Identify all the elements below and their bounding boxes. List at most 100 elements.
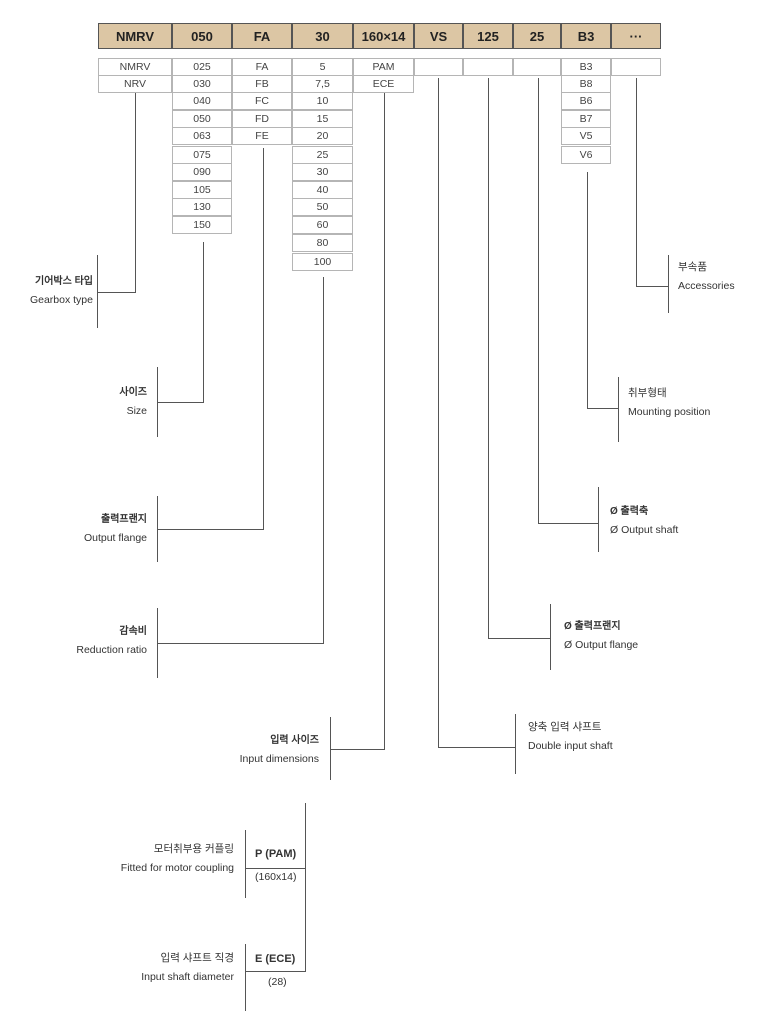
label-reduction-ratio-ko: 감속비 (119, 626, 147, 637)
connector-size (203, 242, 204, 403)
size-option: 050 (172, 110, 232, 128)
label-pam-code: P (PAM) (255, 845, 296, 864)
label-double-input-shaft-ko: 양축 입력 샤프트 (528, 721, 602, 733)
label-motor-coupling-ko: 모터취부용 커플링 (153, 843, 234, 855)
label-input-dimensions-ko: 입력 사이즈 (270, 735, 319, 746)
size-option: 030 (172, 75, 232, 93)
header-cell-output-shaft-dia: 25 (513, 23, 561, 49)
label-size-en: Size (126, 405, 147, 417)
label-pam-code-value: P (PAM) (255, 848, 297, 860)
label-input-dimensions: 입력 사이즈 Input dimensions (240, 731, 319, 769)
label-double-input-shaft: 양축 입력 샤프트 Double input shaft (528, 718, 613, 756)
bracket-input-dims (245, 944, 246, 1011)
mounting-option: B3 (561, 58, 611, 76)
header-cell-accessories: ··· (611, 23, 661, 49)
header-cell-output-flange-dia: 125 (463, 23, 513, 49)
connector-gearbox (98, 292, 136, 293)
label-output-flange-dia: Ø 출력프랜지 Ø Output flange (564, 617, 638, 655)
label-mounting-position-en: Mounting position (628, 406, 711, 418)
label-output-shaft-dia-en: Ø Output shaft (610, 524, 679, 536)
label-double-input-shaft-en: Double input shaft (528, 740, 613, 752)
connector-ratio (157, 608, 158, 678)
connector-output-shaft-dia (538, 523, 598, 524)
label-output-flange-dia-ko: Ø 출력프랜지 (564, 621, 621, 632)
ratio-option: 15 (292, 110, 353, 128)
bracket-input-dims (246, 868, 306, 869)
ratio-option: 60 (292, 216, 353, 234)
label-accessories: 부속품 Accessories (678, 258, 735, 296)
label-output-flange-ko: 출력프랜지 (101, 514, 147, 525)
connector-flange (157, 496, 158, 562)
label-gearbox-type-ko: 기어박스 타입 (35, 276, 93, 287)
ratio-option: 100 (292, 253, 353, 271)
label-ece-code: E (ECE) (255, 950, 295, 969)
type-option: NMRV (98, 58, 172, 76)
header-cell-input: 160×14 (353, 23, 414, 49)
ratio-option: 20 (292, 127, 353, 145)
header-cell-flange: FA (232, 23, 292, 49)
output-flange-dia-blank (463, 58, 513, 76)
double-shaft-blank (414, 58, 463, 76)
connector-output-flange-dia (488, 638, 550, 639)
label-mounting-position: 취부형태 Mounting position (628, 384, 710, 422)
size-option: 150 (172, 216, 232, 234)
connector-accessories (636, 286, 668, 287)
connector-mounting (587, 408, 618, 409)
connector-size (158, 402, 204, 403)
label-output-shaft-dia: Ø 출력축 Ø Output shaft (610, 502, 678, 540)
label-ece-dim: (28) (268, 973, 287, 992)
label-motor-coupling: 모터취부용 커플링 Fitted for motor coupling (121, 840, 234, 878)
ratio-option: 40 (292, 181, 353, 199)
ratio-option: 10 (292, 92, 353, 110)
ratio-option: 30 (292, 163, 353, 181)
flange-option: FA (232, 58, 292, 76)
connector-gearbox (97, 255, 98, 328)
size-option: 025 (172, 58, 232, 76)
connector-size (157, 367, 158, 437)
size-option: 090 (172, 163, 232, 181)
connector-input (331, 749, 385, 750)
size-option: 105 (172, 181, 232, 199)
flange-option: FB (232, 75, 292, 93)
connector-ratio (158, 643, 324, 644)
mounting-option: B8 (561, 75, 611, 93)
label-accessories-ko: 부속품 (678, 261, 707, 273)
label-pam-dim-value: (160x14) (255, 871, 297, 883)
mounting-option: B7 (561, 110, 611, 128)
size-option: 063 (172, 127, 232, 145)
connector-flange (158, 529, 264, 530)
mounting-option: B6 (561, 92, 611, 110)
bracket-input-dims (245, 830, 246, 898)
size-option: 040 (172, 92, 232, 110)
input-option: PAM (353, 58, 414, 76)
ratio-option: 25 (292, 146, 353, 164)
connector-mounting (587, 172, 588, 409)
connector-accessories (636, 78, 637, 287)
label-input-dimensions-en: Input dimensions (239, 753, 319, 765)
flange-option: FD (232, 110, 292, 128)
label-input-shaft-diameter-en: Input shaft diameter (141, 971, 234, 983)
label-size-ko: 사이즈 (119, 387, 147, 398)
connector-output-shaft-dia (538, 78, 539, 524)
label-output-flange-en: Output flange (83, 532, 147, 544)
header-cell-ratio: 30 (292, 23, 353, 49)
label-reduction-ratio: 감속비 Reduction ratio (76, 622, 147, 660)
ratio-option: 7,5 (292, 75, 353, 93)
label-gearbox-type-en: Gearbox type (29, 294, 93, 306)
label-motor-coupling-en: Fitted for motor coupling (120, 862, 234, 874)
flange-option: FE (232, 127, 292, 145)
header-cell-size: 050 (172, 23, 232, 49)
header-cell-type: NMRV (98, 23, 172, 49)
connector-ratio (323, 277, 324, 644)
ratio-option: 5 (292, 58, 353, 76)
label-output-flange-dia-en: Ø Output flange (564, 639, 639, 651)
output-shaft-dia-blank (513, 58, 561, 76)
connector-input (384, 93, 385, 750)
label-pam-dim: (160x14) (255, 868, 296, 887)
accessories-blank (611, 58, 661, 76)
input-option: ECE (353, 75, 414, 93)
connector-double-shaft (438, 78, 439, 748)
size-option: 075 (172, 146, 232, 164)
flange-option: FC (232, 92, 292, 110)
connector-mounting (618, 377, 619, 442)
